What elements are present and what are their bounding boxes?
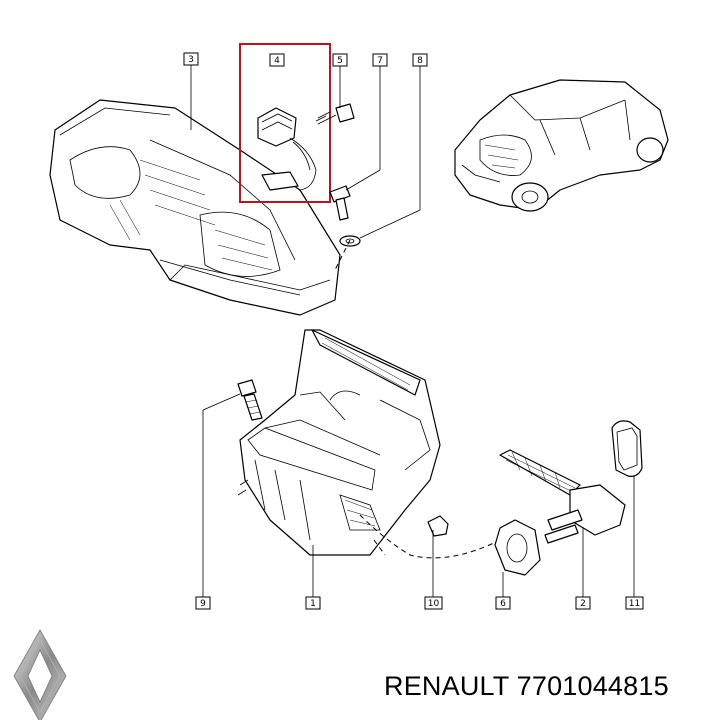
dashed-connector <box>359 514 501 559</box>
callout-5: 5 <box>332 53 348 67</box>
callout-label: 10 <box>428 599 440 609</box>
callout-label: 1 <box>310 599 316 609</box>
bolt-part-9 <box>237 379 263 421</box>
callout-4: 4 <box>269 53 285 67</box>
callout-7: 7 <box>372 53 388 67</box>
highlight-box <box>239 43 331 203</box>
blower-resistor <box>257 107 317 191</box>
gasket-part-11 <box>611 420 643 477</box>
callout-label: 7 <box>377 56 383 66</box>
part-number-caption: RENAULT 7701044815 <box>384 671 669 701</box>
heater-core-part-2 <box>499 449 626 544</box>
renault-diamond-icon <box>13 629 67 720</box>
callout-3: 3 <box>183 52 199 66</box>
callout-2: 2 <box>575 596 591 610</box>
callout-label: 11 <box>629 599 640 609</box>
clip-part-10 <box>427 515 449 537</box>
callout-6: 6 <box>495 596 511 610</box>
callout-label: 3 <box>188 55 194 65</box>
screw-part-5 <box>315 103 355 125</box>
callout-label: 2 <box>580 599 586 609</box>
callout-10: 10 <box>424 596 443 610</box>
callout-11: 11 <box>625 596 644 610</box>
callout-8: 8 <box>412 53 428 67</box>
car-illustration <box>454 79 669 212</box>
seal-part-6 <box>494 519 541 576</box>
callout-label: 6 <box>500 599 506 609</box>
leader-lines <box>190 65 635 597</box>
callout-label: 5 <box>337 56 343 66</box>
heater-housing-upper <box>49 99 341 316</box>
callout-label: 4 <box>274 56 280 66</box>
callout-9: 9 <box>195 596 211 610</box>
callout-label: 9 <box>200 599 206 609</box>
bolt-part-7 <box>329 185 351 221</box>
callout-1: 1 <box>305 596 321 610</box>
heater-unit-lower <box>237 329 441 556</box>
callout-label: 8 <box>417 56 423 66</box>
